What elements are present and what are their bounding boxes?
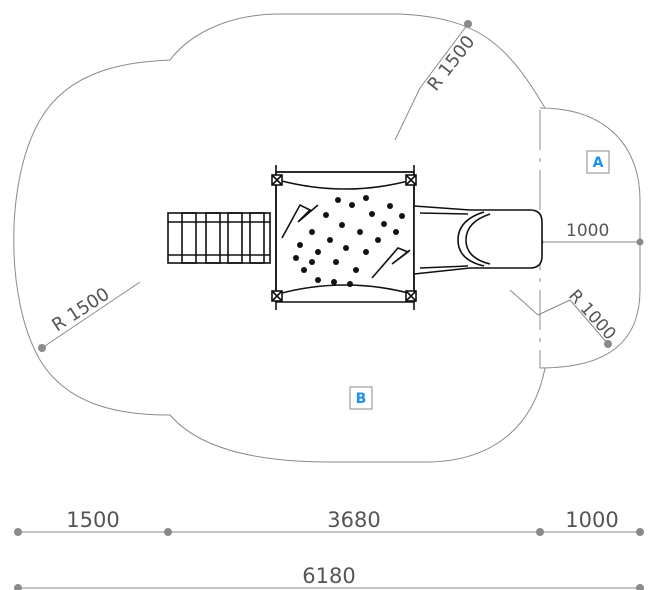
radius-top-label: R 1500 (423, 32, 479, 95)
zone-b-letter: B (356, 391, 367, 407)
dim-middle-label: 3680 (327, 508, 380, 532)
play-equipment (167, 165, 543, 310)
radius-top-leader: R 1500 (394, 20, 479, 141)
corner-posts (271, 174, 417, 302)
radius-right-leader: R 1000 (509, 286, 620, 348)
safety-zone-outline (13, 13, 546, 463)
radius-left-leader: R 1500 (38, 281, 141, 352)
zone-a-letter: A (593, 155, 604, 171)
zone-b-tag: B (349, 386, 373, 410)
total-dimension-line: 6180 (14, 564, 644, 590)
platform-tower (271, 165, 417, 310)
zone-a-outline (539, 107, 641, 369)
dim-left-label: 1500 (66, 508, 119, 532)
zone-a-width-dimension: 1000 (536, 221, 644, 246)
segment-dimension-line: 1500 3680 1000 (14, 508, 644, 536)
radius-right-label: R 1000 (564, 286, 619, 344)
zone-a-width-label: 1000 (566, 221, 609, 241)
zone-a-tag: A (586, 150, 610, 174)
ladder (167, 212, 271, 264)
dim-total-label: 6180 (302, 564, 355, 588)
floor-pattern (293, 195, 405, 287)
dim-right-label: 1000 (565, 508, 618, 532)
slide (413, 205, 543, 275)
radius-left-label: R 1500 (48, 284, 113, 336)
